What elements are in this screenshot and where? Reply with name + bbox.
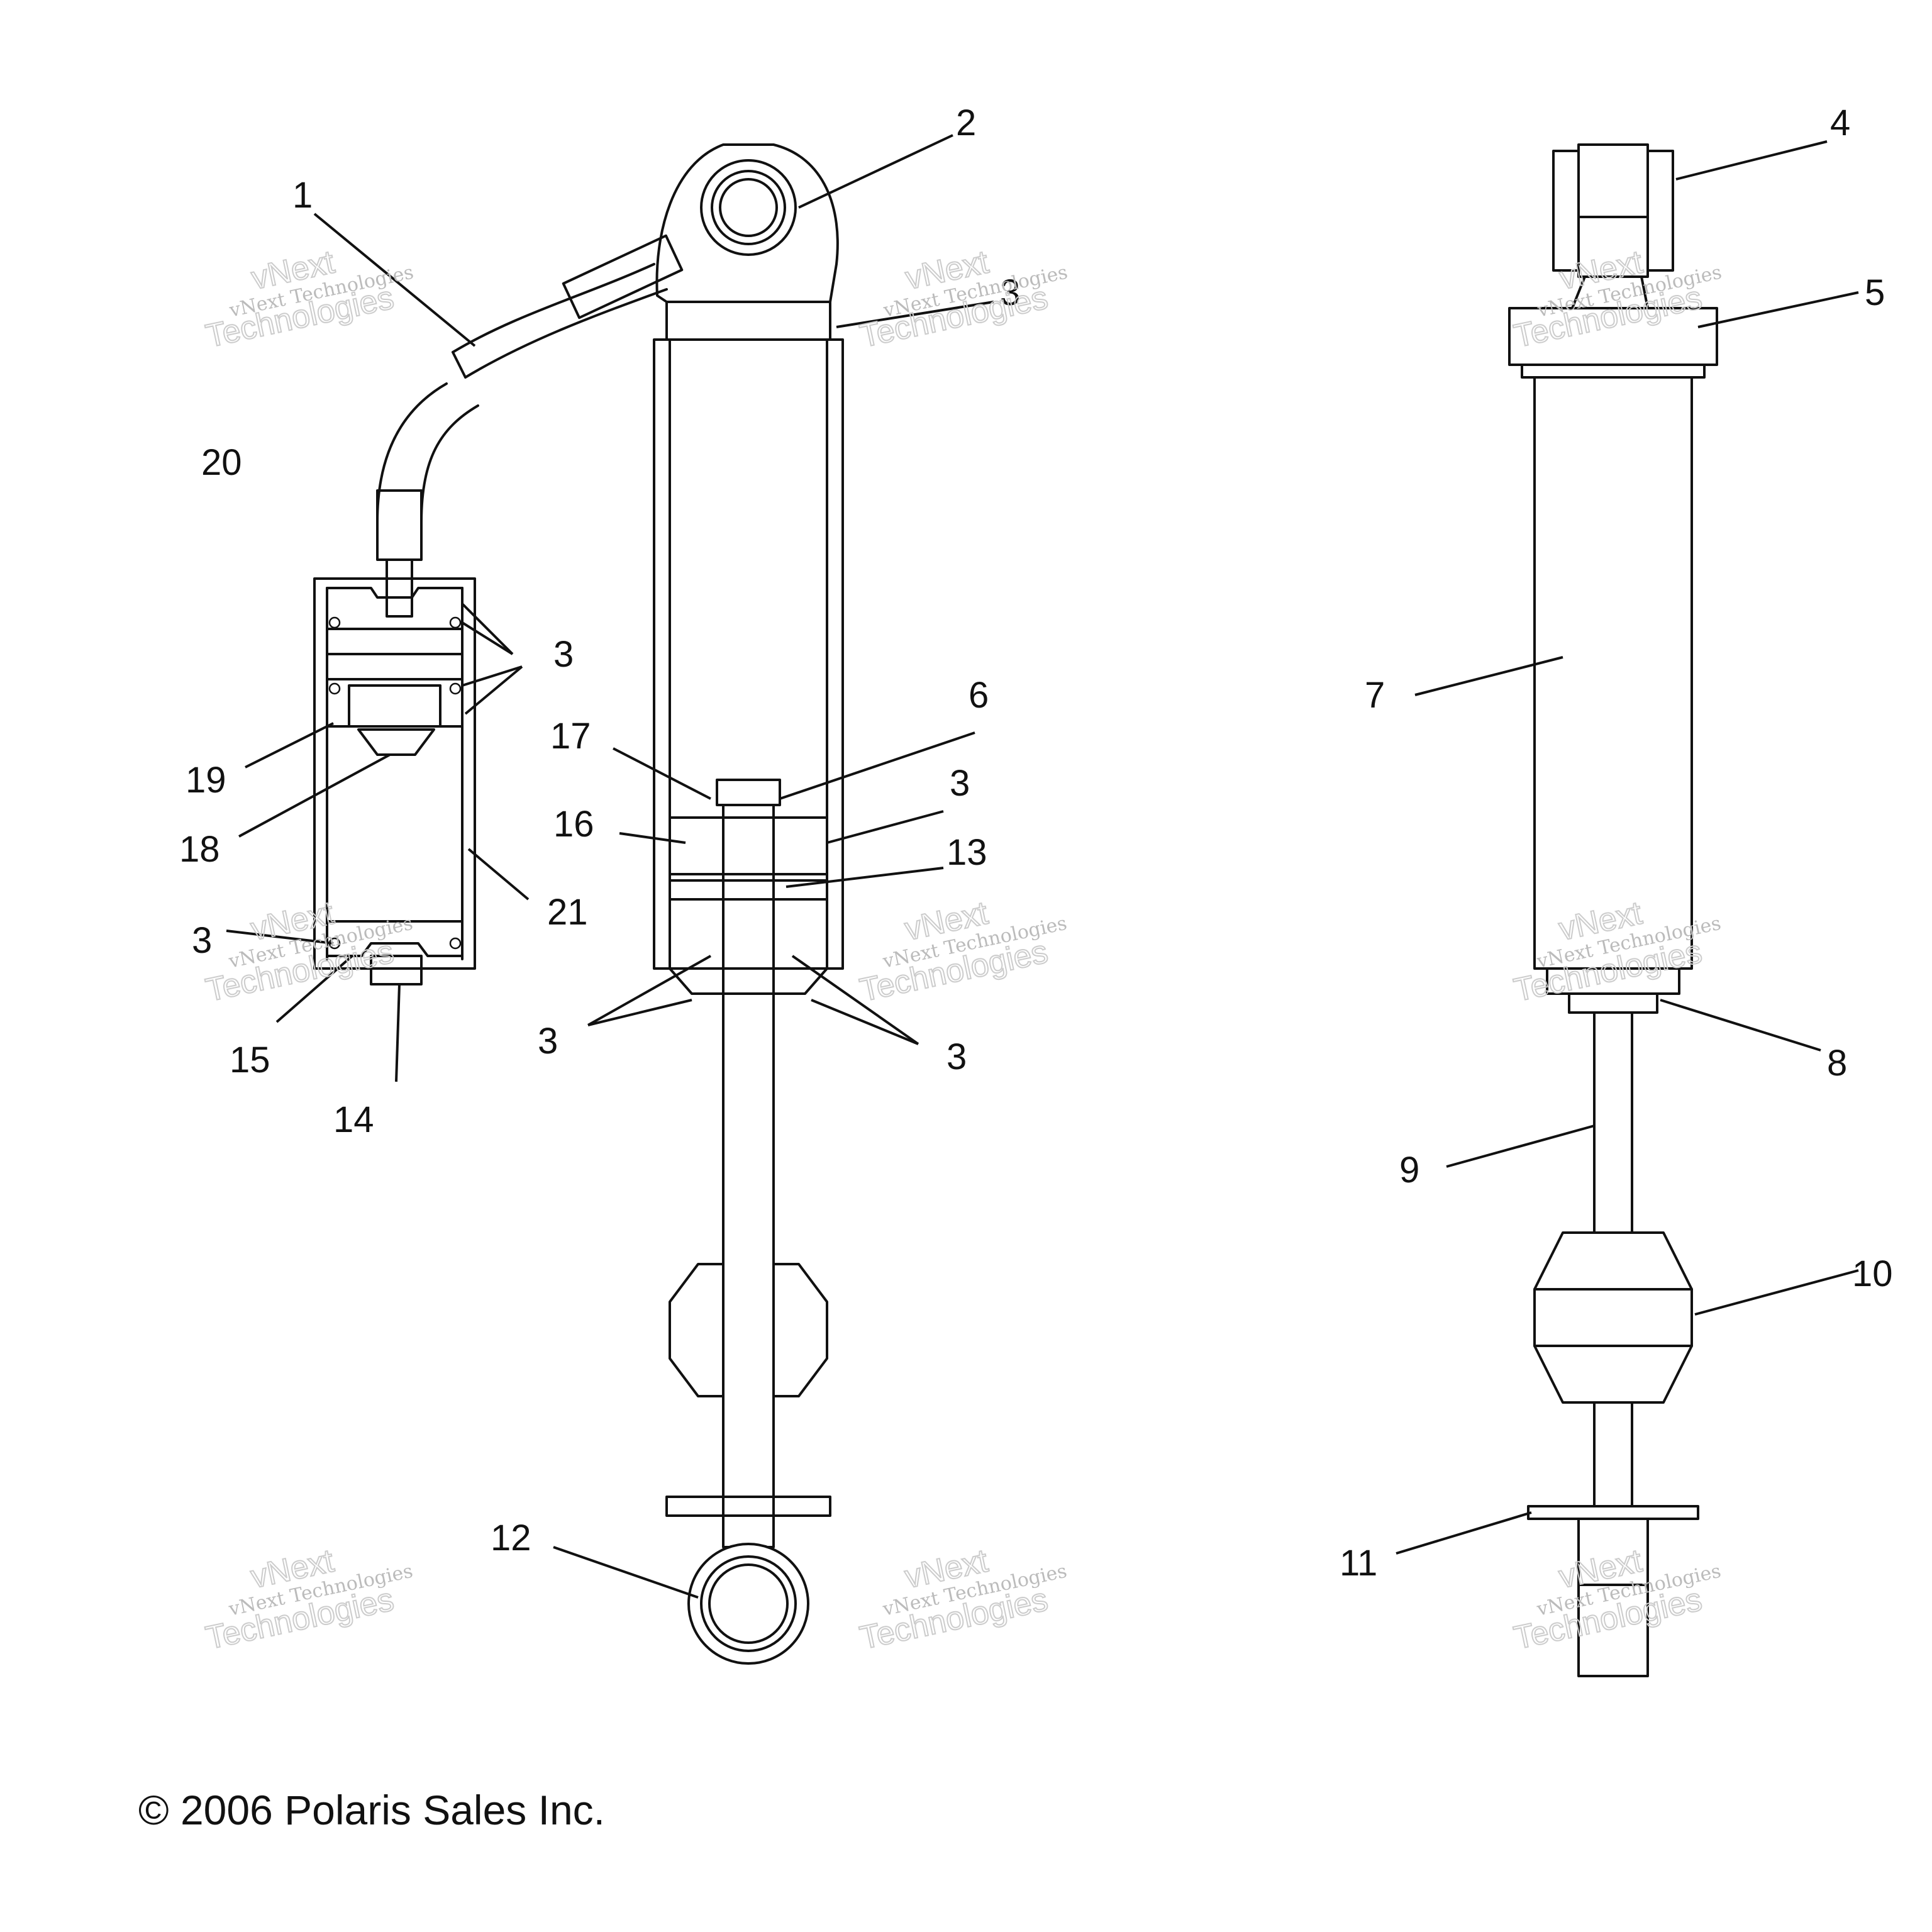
callout-17: 17 bbox=[550, 716, 591, 757]
callout-5: 5 bbox=[1865, 272, 1885, 313]
callout-3: 3 bbox=[192, 920, 212, 961]
spring-seat bbox=[665, 1496, 831, 1517]
callout-7: 7 bbox=[1365, 675, 1385, 716]
callout-4: 4 bbox=[1830, 103, 1850, 143]
shaft-exterior bbox=[1593, 1011, 1633, 1234]
shock-exterior bbox=[1508, 143, 1718, 1677]
callout-10: 10 bbox=[1852, 1253, 1893, 1294]
callout-3: 3 bbox=[947, 1036, 967, 1077]
callout-labels: 1 2 3 3 3 3 3 3 4 5 6 7 8 9 10 11 12 13 … bbox=[179, 103, 1893, 1584]
callout-13: 13 bbox=[947, 832, 987, 873]
callout-3: 3 bbox=[538, 1021, 558, 1062]
callout-19: 19 bbox=[186, 760, 226, 801]
callout-2: 2 bbox=[956, 103, 976, 143]
callout-14: 14 bbox=[333, 1099, 374, 1140]
callout-15: 15 bbox=[230, 1040, 270, 1080]
seal-head bbox=[669, 898, 828, 995]
callout-20: 20 bbox=[201, 442, 242, 483]
watermark-4: vNext Technologies vNext Technologies bbox=[202, 894, 414, 1009]
callout-9: 9 bbox=[1399, 1150, 1419, 1191]
callout-3: 3 bbox=[553, 634, 574, 675]
shock-body bbox=[653, 338, 844, 970]
watermark-1: vNext Technologies vNext Technologies bbox=[202, 243, 415, 356]
watermark-5: vNext Technologies vNext Technologies bbox=[856, 894, 1069, 1009]
reservoir-valve bbox=[370, 955, 423, 985]
callout-18: 18 bbox=[179, 829, 220, 870]
callout-6: 6 bbox=[969, 675, 989, 716]
callout-1: 1 bbox=[292, 175, 313, 216]
watermark-6: vNext Technologies vNext Technologies bbox=[1510, 894, 1723, 1009]
shaft bbox=[722, 779, 775, 1548]
callout-3: 3 bbox=[1000, 272, 1020, 313]
callout-11: 11 bbox=[1340, 1543, 1377, 1584]
top-cap bbox=[1508, 307, 1718, 366]
watermark-2: vNext Technologies vNext Technologies bbox=[856, 243, 1069, 356]
watermark-8: vNext Technologies vNext Technologies bbox=[856, 1542, 1069, 1657]
leader-lines bbox=[226, 134, 1859, 1599]
callout-16: 16 bbox=[553, 804, 594, 845]
piston bbox=[669, 816, 828, 875]
body-tube bbox=[1533, 376, 1693, 970]
hose-fitting bbox=[376, 489, 423, 561]
callout-3: 3 bbox=[950, 763, 970, 804]
shock-cross-section bbox=[653, 143, 844, 1665]
hose bbox=[452, 234, 684, 379]
reservoir-body bbox=[313, 577, 476, 970]
lower-spring-seat bbox=[1527, 1505, 1699, 1520]
bump-stop bbox=[669, 1263, 724, 1397]
remote-reservoir bbox=[313, 382, 479, 985]
callout-21: 21 bbox=[547, 892, 588, 933]
bump-stop-exterior bbox=[1533, 1231, 1693, 1404]
callout-12: 12 bbox=[491, 1518, 531, 1558]
callout-8: 8 bbox=[1827, 1043, 1847, 1084]
copyright-notice: © 2006 Polaris Sales Inc. bbox=[138, 1787, 606, 1833]
hose-end-fitting bbox=[562, 234, 684, 319]
watermark-7: vNext Technologies vNext Technologies bbox=[202, 1542, 414, 1657]
top-eye-housing bbox=[655, 143, 839, 303]
